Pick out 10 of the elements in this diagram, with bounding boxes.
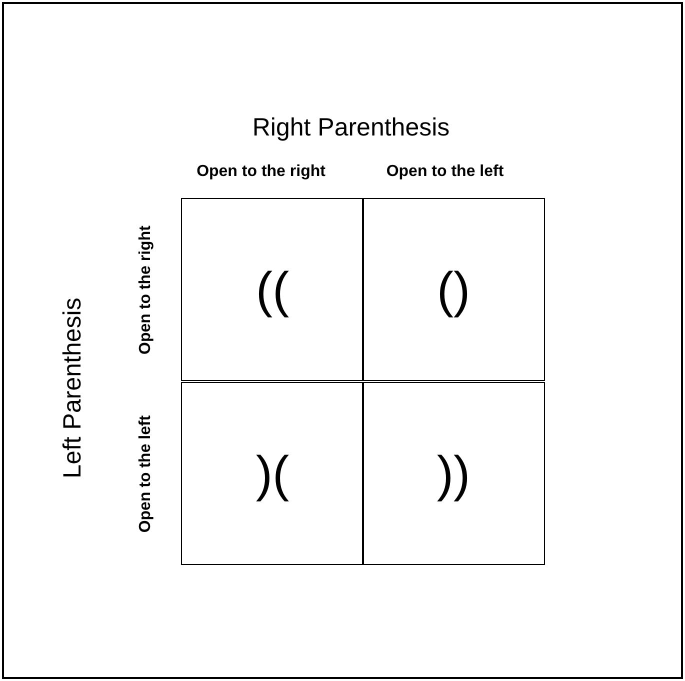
row-header: Open to the right [137,226,155,354]
table-cell: (( [181,198,364,381]
table-cell: )) [362,382,545,565]
table-cell: () [362,198,545,381]
table-cell: )( [181,382,364,565]
axis-title: Left Parenthesis [58,298,88,478]
row-header: Open to the left [137,415,155,533]
column-header: Open to the right [196,163,326,181]
axis-title: Right Parenthesis [252,114,450,142]
column-header: Open to the left [386,163,504,181]
